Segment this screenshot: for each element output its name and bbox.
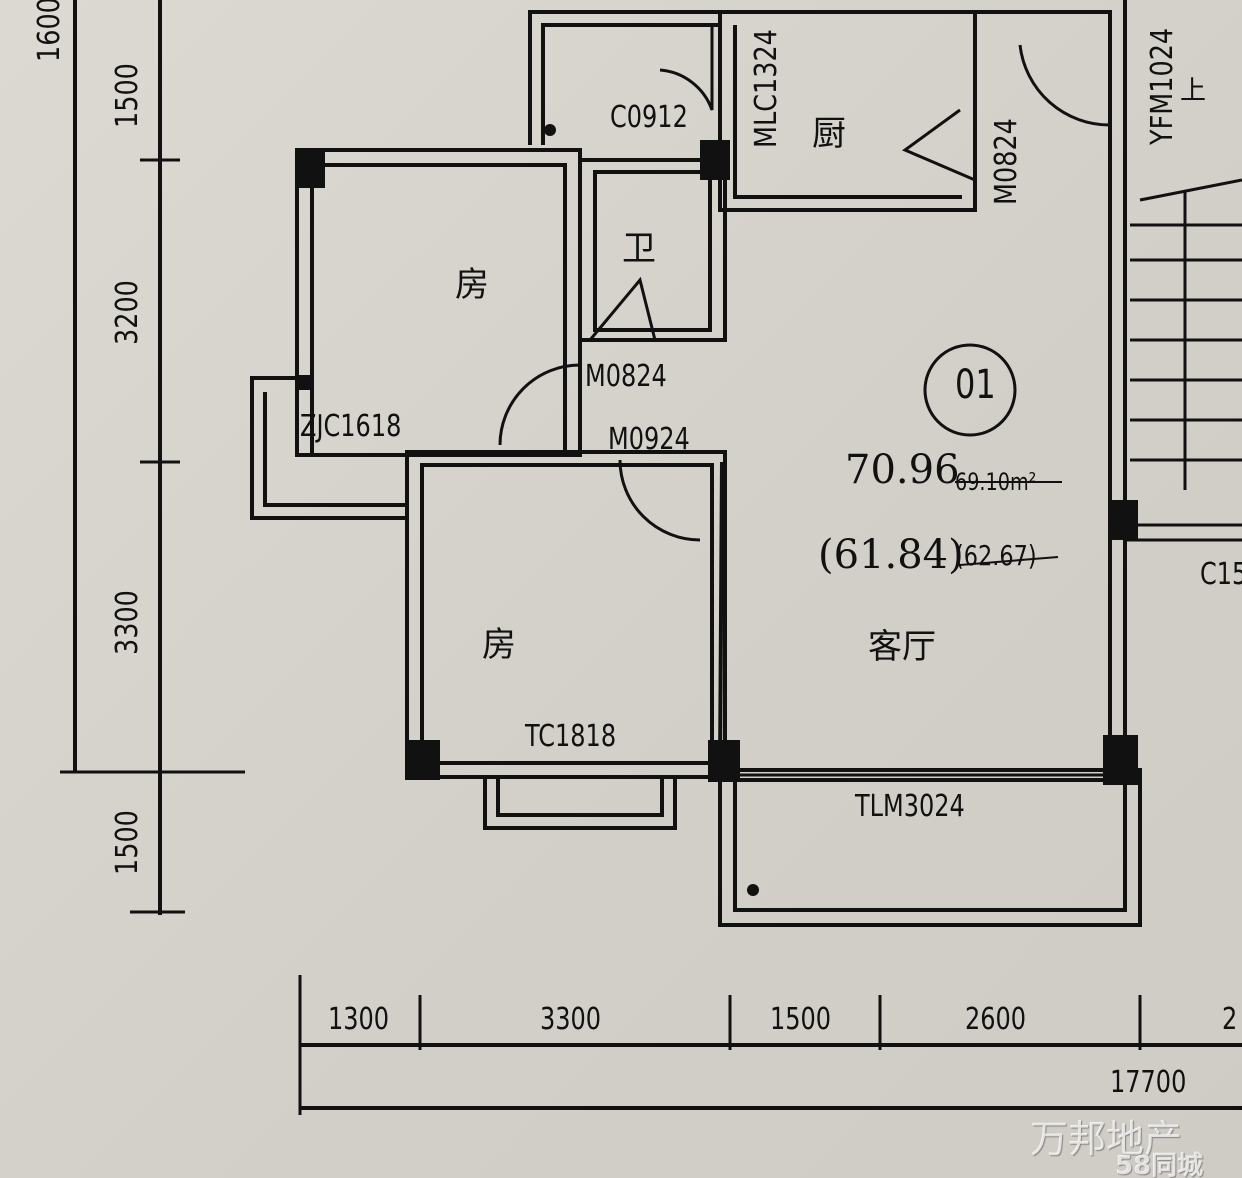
dim-left-1: 1600 bbox=[32, 0, 67, 63]
dim-bottom-5: 2 bbox=[1222, 1002, 1238, 1037]
room-bath: 卫 bbox=[622, 229, 656, 269]
label-c0912: C0912 bbox=[610, 100, 688, 135]
dim-left-4: 3300 bbox=[110, 590, 145, 655]
dim-ticks-bottom bbox=[298, 975, 1142, 1115]
label-mlc1324: MLC1324 bbox=[749, 29, 784, 149]
inner-area-handwritten: (61.84) bbox=[818, 532, 964, 578]
label-zjc1618: ZJC1618 bbox=[300, 409, 402, 444]
watermark-company: 万邦地产 bbox=[1030, 1117, 1183, 1161]
dim-left-5: 1500 bbox=[110, 810, 145, 875]
dim-bottom-3: 1500 bbox=[770, 1002, 832, 1037]
watermark-site: 58同城 bbox=[1115, 1151, 1204, 1178]
area-printed: 69.10m² bbox=[955, 468, 1037, 496]
label-tc1818: TC1818 bbox=[525, 719, 617, 754]
dim-ticks-left bbox=[60, 158, 245, 914]
label-tlm3024: TLM3024 bbox=[855, 789, 965, 824]
label-m0824: M0824 bbox=[989, 118, 1024, 205]
room-living: 客厅 bbox=[868, 627, 936, 667]
dim-bottom-1: 1300 bbox=[328, 1002, 390, 1037]
area-handwritten: 70.96 bbox=[845, 447, 960, 493]
room-kitchen: 厨 bbox=[812, 114, 846, 154]
dim-bottom-4: 2600 bbox=[965, 1002, 1027, 1037]
label-m0824b: M0824 bbox=[585, 359, 667, 394]
dim-left-2: 1500 bbox=[110, 63, 145, 128]
dim-left-3: 3200 bbox=[110, 280, 145, 345]
room-bedroom2: 房 bbox=[482, 625, 516, 665]
columns bbox=[295, 124, 1138, 896]
label-yfm1024: YFM1024 bbox=[1145, 27, 1180, 145]
strike-inner bbox=[959, 556, 1059, 566]
label-m0924: M0924 bbox=[608, 422, 690, 457]
stairs bbox=[1125, 178, 1242, 542]
walls bbox=[250, 0, 1142, 927]
inner-area-printed: (62.67) bbox=[955, 539, 1037, 572]
dim-total: 17700 bbox=[1110, 1065, 1187, 1100]
unit-number: 01 bbox=[955, 362, 996, 408]
label-c15: C15 bbox=[1200, 557, 1242, 592]
door-swings bbox=[498, 25, 1111, 542]
room-bedroom1: 房 bbox=[455, 265, 489, 305]
label-up: 上 bbox=[1180, 76, 1207, 106]
dim-bottom-2: 3300 bbox=[540, 1002, 602, 1037]
unit-circle bbox=[923, 343, 1017, 437]
